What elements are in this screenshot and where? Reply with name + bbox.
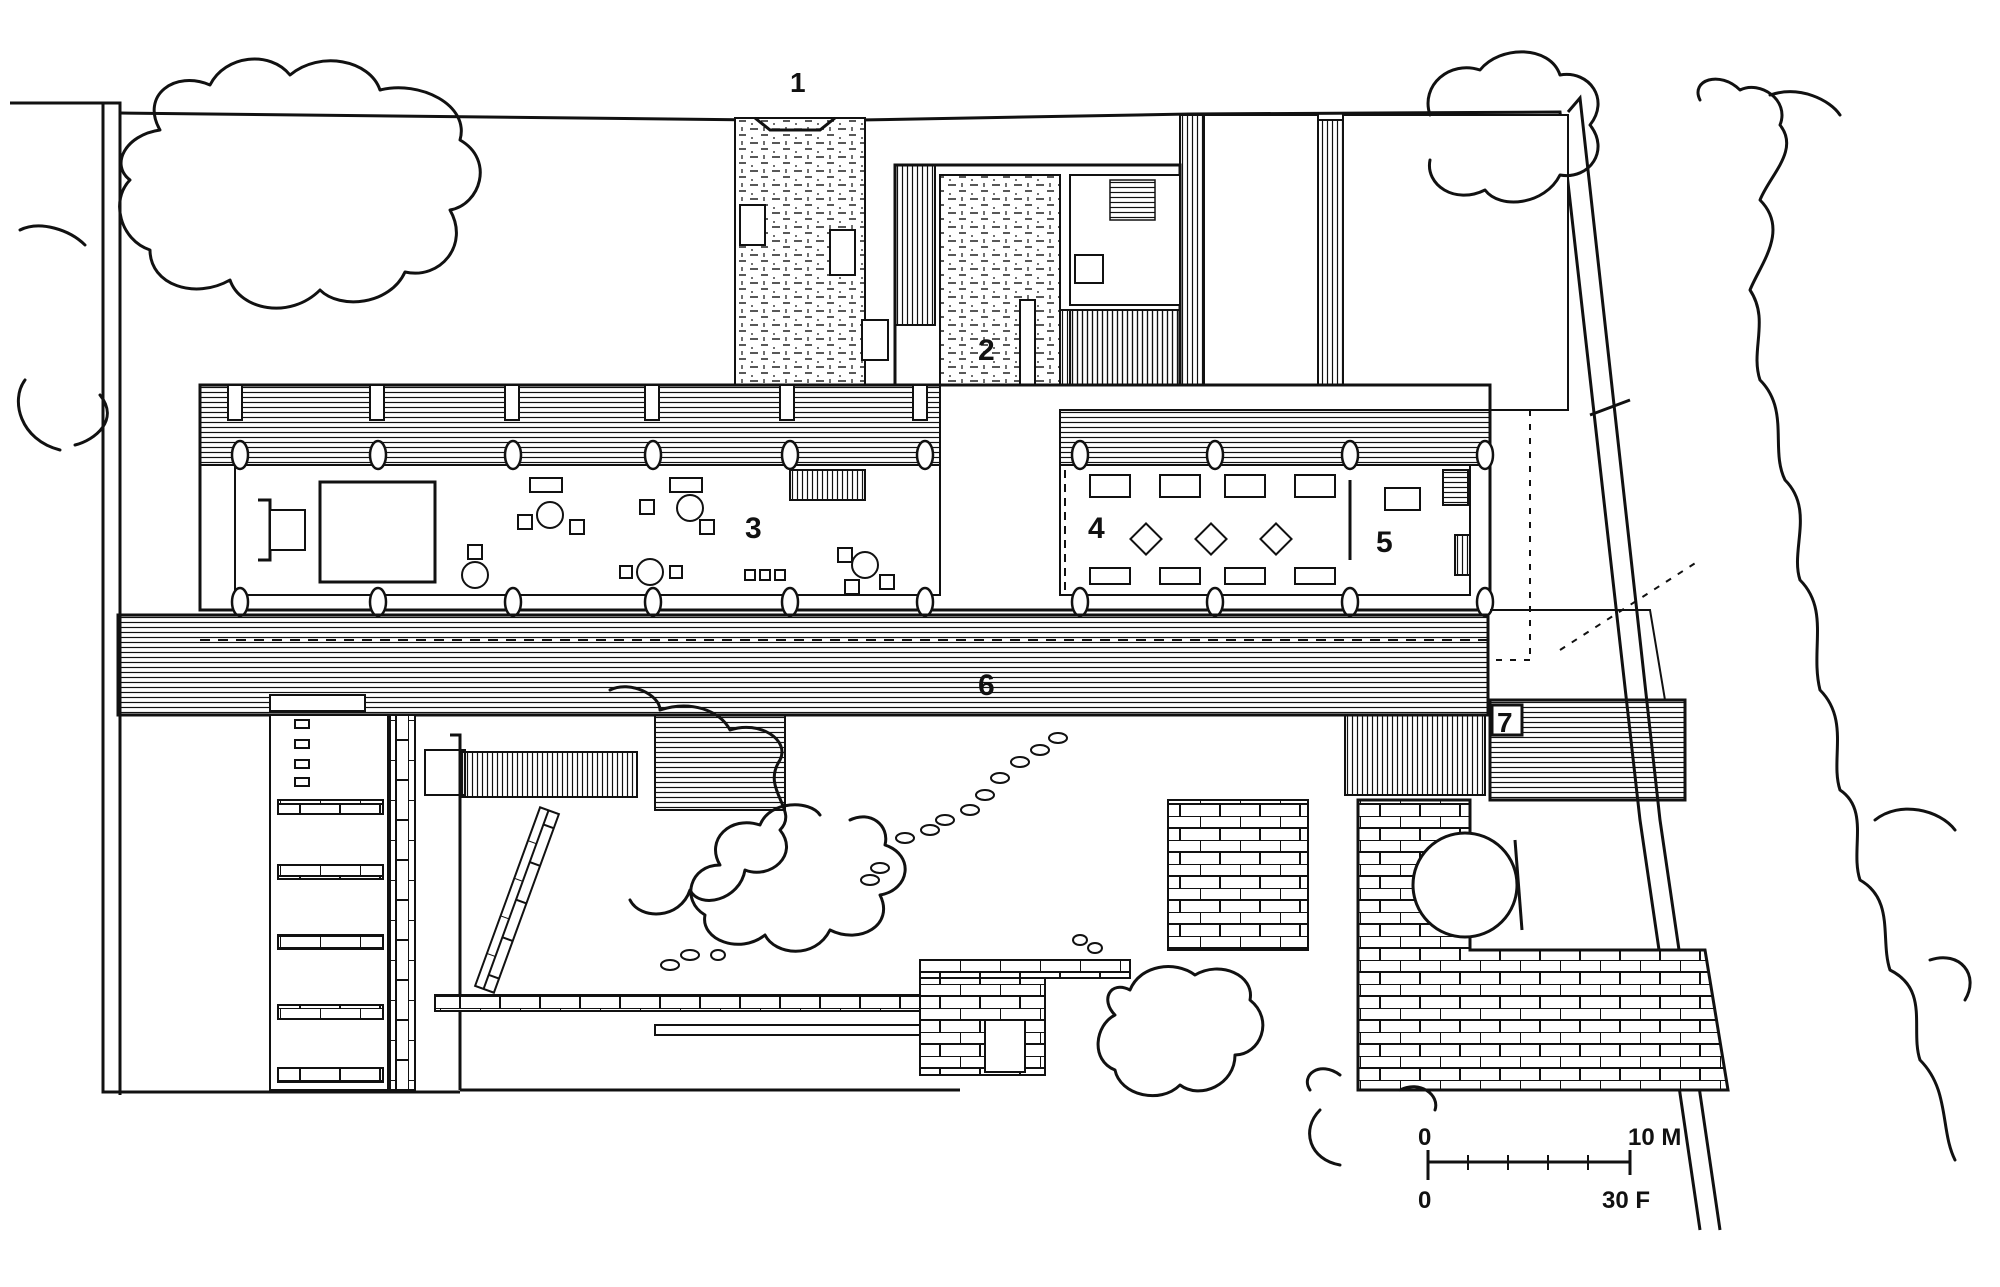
label-4: 4: [1088, 512, 1105, 545]
area-labels: 1 2 3 4 5 6 7: [745, 67, 1513, 738]
dashed-lines: [1490, 409, 1701, 661]
stepping-stones: [660, 732, 1103, 971]
label-3: 3: [745, 512, 762, 545]
entrance-court: [734, 116, 913, 405]
label-5: 5: [1376, 526, 1393, 559]
label-2: 2: [978, 334, 995, 367]
scale-top-end: 10 M: [1628, 1124, 1681, 1151]
scale-bottom-end: 30 F: [1602, 1187, 1650, 1214]
label-7: 7: [1497, 707, 1513, 738]
scale-bottom-start: 0: [1418, 1187, 1431, 1214]
scale-top-start: 0: [1418, 1124, 1431, 1151]
label-1: 1: [790, 67, 806, 98]
scale-bar: 0 10 M 0 30 F: [1418, 1124, 1681, 1214]
area-7-steps: [1344, 609, 1687, 802]
label-6: 6: [978, 669, 995, 702]
area-6-terrace: [116, 613, 1490, 717]
brick-plaza: [1167, 798, 1730, 1092]
lower-garden-paths: [269, 714, 1131, 1092]
trees: [16, 50, 1972, 1167]
main-hall: [198, 383, 1495, 618]
